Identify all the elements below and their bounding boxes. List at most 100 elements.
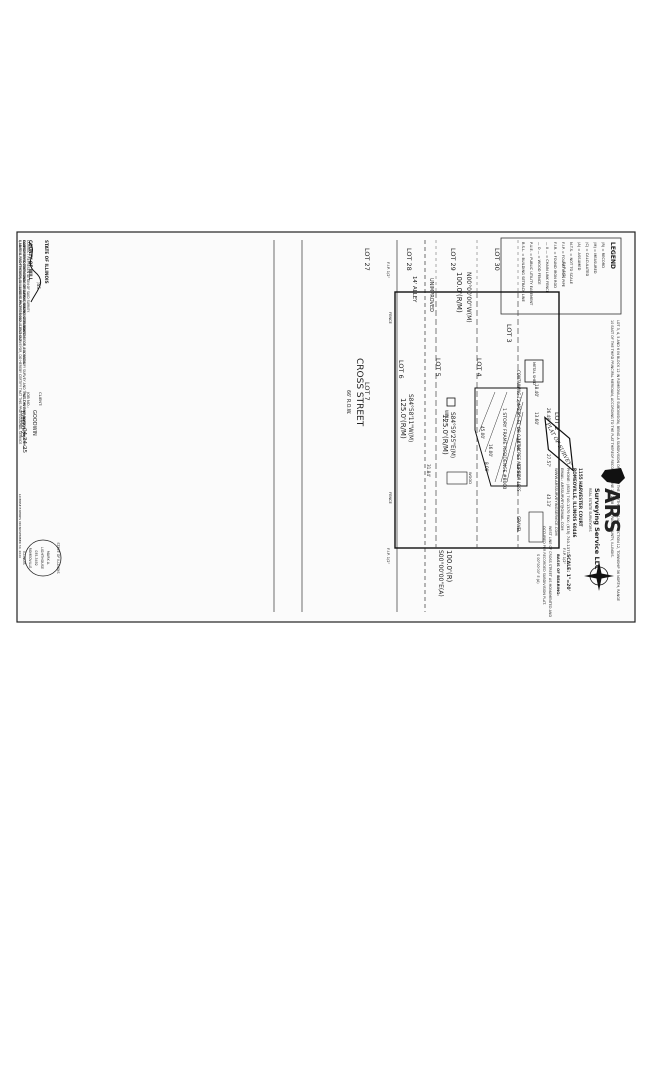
adjacent-lot-label: LOT 29 (449, 248, 457, 271)
south-bearing: S00°00'00"E(A) (437, 550, 444, 597)
dimension-label: 45.00' (480, 426, 485, 439)
legend-item: F.I.R. = FOUND IRON ROD (553, 242, 557, 288)
adjacent-lot-label: LOT 30 (493, 248, 501, 271)
job-label: JOB NO.: (26, 391, 31, 408)
surveyor-seal (24, 539, 62, 577)
legend-title: LEGEND (609, 242, 616, 269)
legend-item: (A) = ASSUMED (577, 242, 581, 271)
well-icon (446, 397, 456, 407)
legend-item: P.U.E. = PUBLIC UTILITY EASEMENT (529, 242, 533, 306)
pipe-label: F.I.P. 1/2" (386, 262, 390, 279)
job-value: 108660-25 (19, 410, 25, 437)
residence-footprint (474, 387, 528, 487)
legend-item: (C) = CALCULATED (585, 242, 589, 276)
alley-label: 14' ALLEY (411, 276, 417, 303)
basis-label: BASIS OF BEARING: (556, 554, 561, 596)
metal-shed (524, 359, 544, 383)
basis-text: OCCUPIED PER RECORDED SUBDIVISION PLAT. (542, 526, 546, 605)
company-web: WWW.ARSSURVEYINGSERVICE.COM (554, 468, 559, 536)
certification-block: STATE OF ILLINOIS )SS COUNTY OF WILL I, … (18, 240, 62, 577)
fieldwork-value: 04-24-25 (21, 428, 27, 453)
dimension-label: 16.00' (488, 444, 493, 457)
dimension-label: 12.00' (516, 464, 521, 477)
scale-label: SCALE: 1"=20' (565, 554, 571, 591)
wood-label: WOOD (468, 472, 472, 484)
west-bearing: S84°58'11"W(M) (407, 394, 413, 442)
certification-text: I, MARK A. LIGHTHOUSE, AN ILLINOIS PROFE… (18, 240, 22, 444)
alley-status: UNIMPROVED (428, 278, 434, 312)
legend-item: — X — = CHAIN LINK FENCE (545, 242, 549, 294)
legend-item: — O — = WOOD FENCE (537, 242, 541, 285)
dimension-label: 26.48' (546, 408, 551, 421)
seal-state: STATE OF ILLINOIS (56, 542, 60, 573)
west-distance: 125.0'(R/M) (399, 398, 407, 439)
basis-text: S 00°00'00" E (A) (536, 554, 540, 584)
north-arrow-icon (584, 561, 614, 591)
adjacent-lot-label: LOT 28 (405, 248, 413, 271)
pipe-label: F.I.P. 1/2" (562, 262, 566, 279)
well-label: WELL (444, 410, 449, 422)
certification-text: CONFORMS TO THE CURRENT ILLINOIS MINIMUM… (22, 240, 26, 451)
legend-item: (M) = MEASURED (593, 242, 597, 274)
gravel-drive (528, 511, 544, 543)
east-distance: 125.0'(R/M) (441, 414, 449, 455)
legal-description: 10 EAST OF THE THIRD PRINCIPAL MERIDIAN,… (610, 320, 614, 558)
adjacent-lot-label: LOT 7 (363, 382, 371, 401)
lot-label: LOT 6 (397, 360, 405, 379)
basis-text: WEST LINE OF CROSS STREET AS MONUMENTED … (548, 526, 552, 617)
pipe-label: F.I.P. 1/2" (562, 548, 566, 565)
company-email: EMAIL: ARSSURVEY@GMAIL.COM (560, 468, 565, 531)
adjacent-lot-label: LOT 27 (363, 248, 371, 271)
legend-item: (R) = RECORD (601, 242, 605, 268)
street-name: CROSS STREET (354, 358, 364, 427)
north-bearing: N00°00'00"W(M) (465, 272, 472, 323)
dated-line: DATED THIS 24TH DAY OF APRIL, 2025, AT R… (22, 240, 27, 365)
client-label: CLIENT: (38, 392, 43, 406)
lot-label: LOT 3 (505, 324, 513, 343)
company-name: ARS (600, 488, 624, 533)
license-line: ILLINOIS PROFESSIONAL LAND SURVEYOR NO. … (18, 240, 22, 341)
residence-label: 1 STORY FRAME RESIDENCE #8000 (501, 408, 507, 489)
sheet-border (16, 231, 636, 623)
gravel-label: GRAVEL (516, 516, 521, 533)
seal-text: ROMEOVILLE (28, 548, 32, 569)
company-phone: PHONE: (815) 740-1370 FAX: (815) 740-137… (566, 468, 571, 555)
pipe-label: F.I.P. 1/2" (386, 548, 390, 565)
seal-text: 035-3492 (34, 550, 38, 565)
shed-label: METAL SHED (532, 362, 536, 385)
legend-box (500, 237, 622, 315)
legend-item: N.T.S. = NOT TO SCALE (569, 242, 573, 285)
dimension-label: 14.00' (516, 438, 521, 451)
fieldwork-label: FIELDWORK DATE: (22, 392, 27, 427)
illinois-state-icon (601, 468, 625, 484)
wood-deck (446, 471, 468, 485)
legend-item: F.I.P. = FOUND IRON PIPE (561, 242, 565, 288)
dimension-label: 31.84' (426, 464, 431, 477)
east-bearing: S84°59'25"E(M) (449, 412, 455, 458)
dimension-label: 43.13' (546, 494, 551, 507)
company-address: 1155 HARVESTER COURT (578, 468, 583, 527)
client-value: GOODWIN (31, 410, 37, 436)
certification-text: CORRECT REPRESENTATION OF SAID SURVEY. (26, 240, 30, 313)
property-plan: LOT 3 LOT 4 LOT 5 LOT 6 LOT 2 LOT 7 LOT … (273, 240, 566, 612)
surveyor-signature (28, 241, 42, 303)
dimension-label: 8.00' (484, 462, 489, 472)
fence-label: FENCE (388, 492, 392, 505)
state-line: STATE OF ILLINOIS (44, 240, 49, 284)
seal-text: ILLINOIS (22, 551, 26, 564)
lot-label: LOT 5 (434, 358, 442, 377)
fence-label: FENCE (388, 312, 392, 325)
dimension-label: 27.57' (546, 454, 551, 467)
dimension-label: 18.40' (534, 384, 539, 397)
north-distance: 100.0'(R/M) (455, 272, 463, 313)
legal-description: LOT 3, 4, 5 AND 6 IN BLOCK 12 IN ROMEOVI… (616, 320, 620, 601)
ss-line: )SS (36, 282, 41, 289)
adjacent-lot-label: LOT 2 (553, 412, 561, 431)
firm-line: ILLINOIS PROFESSIONAL DESIGN FIRM NO. 18… (22, 240, 26, 335)
south-distance: 100.0'(R) (445, 550, 453, 583)
street-row: 66' R.O.W. (345, 390, 351, 414)
legend-item: B.S.L. = BUILDING SETBACK LINE (521, 242, 525, 302)
dimension-label: 13.60' (534, 412, 539, 425)
company-city: ROMEOVILLE, ILLINOIS 60446 (572, 468, 577, 538)
